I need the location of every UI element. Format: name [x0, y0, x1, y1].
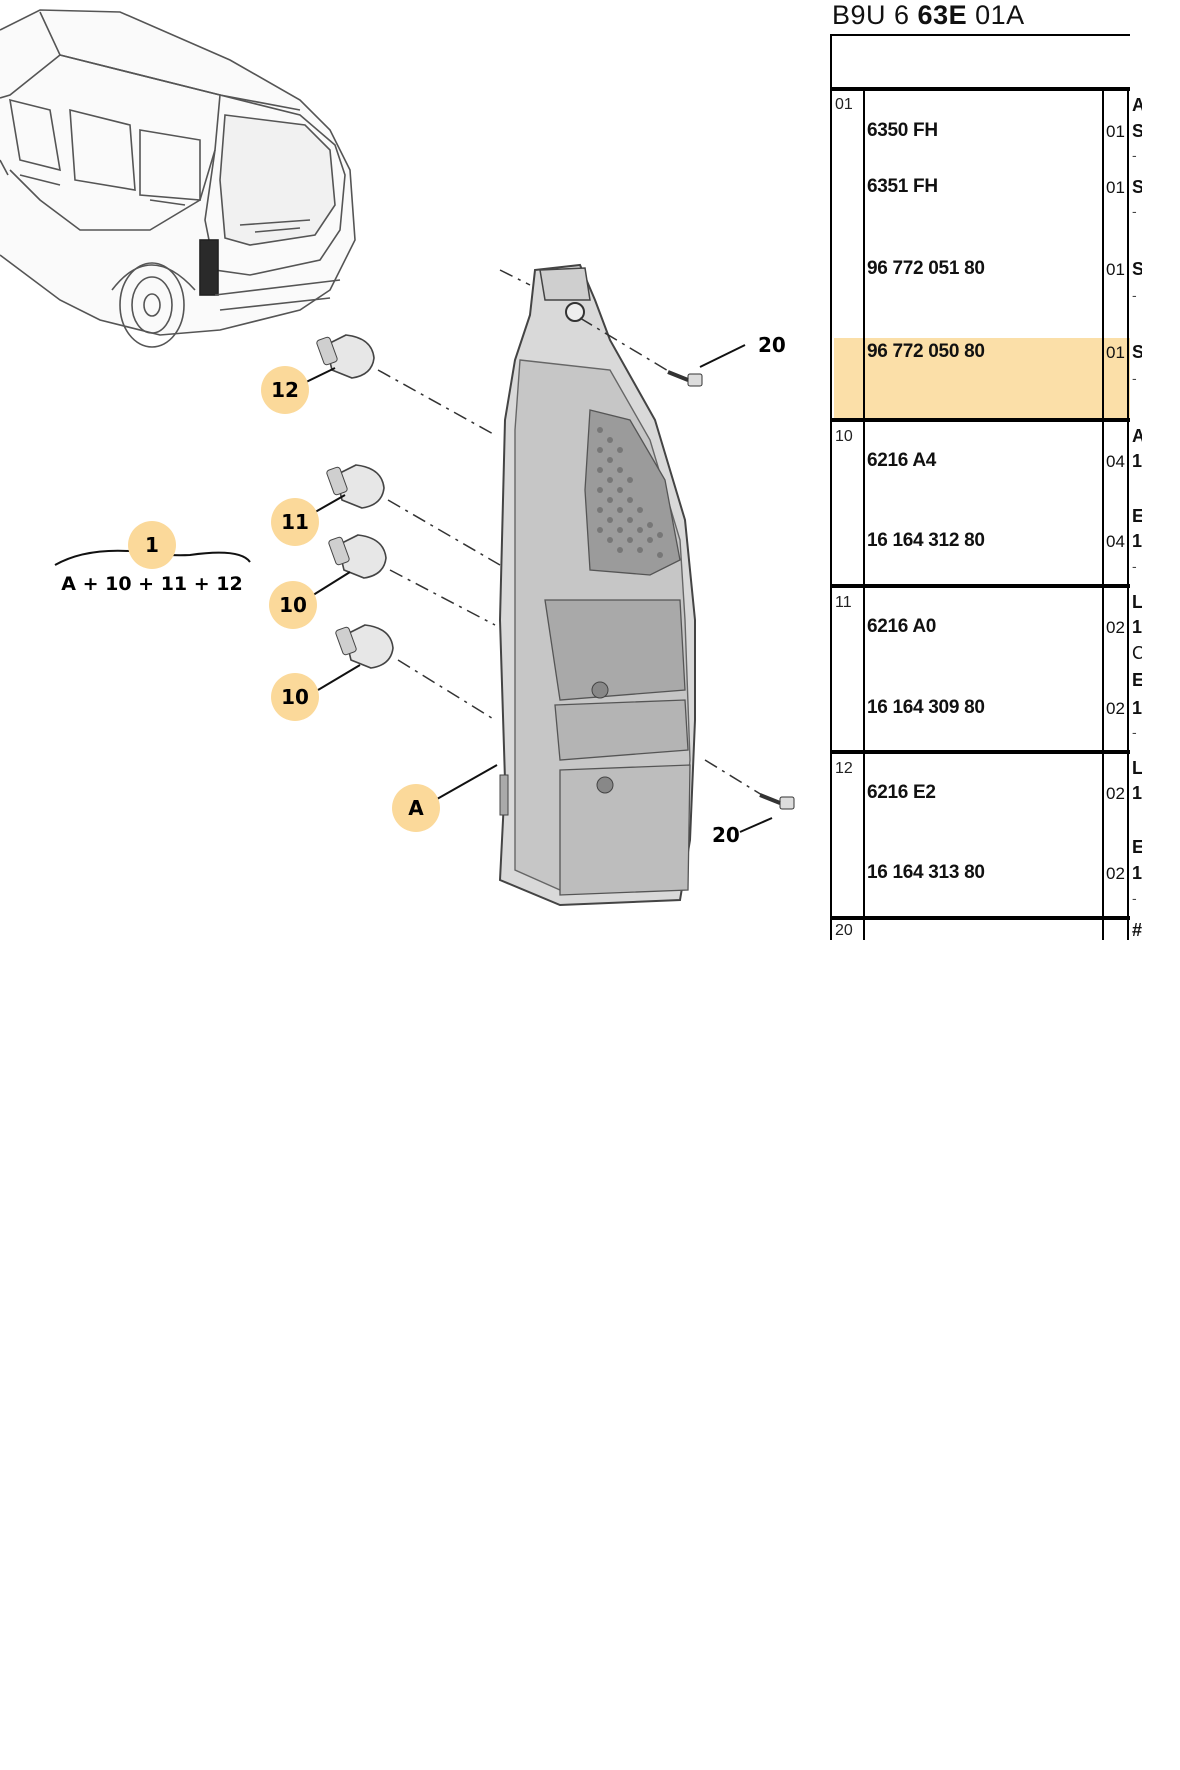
- callout-20-bottom: 20: [712, 823, 740, 847]
- screw-20-bottom-icon: [759, 793, 795, 810]
- svg-text:1: 1: [145, 533, 159, 557]
- callout-20-top: 20: [758, 333, 786, 357]
- description: S: [1132, 121, 1142, 141]
- group-number: 01: [835, 96, 853, 113]
- bulb-10a-icon: [328, 534, 387, 579]
- svg-text:A: A: [408, 796, 424, 820]
- part-number[interactable]: 6216 A0: [867, 616, 937, 637]
- exploded-parts-diagram: 12 11 10 10 A 1 20 20 A + 10 + 11 + 12: [0, 9, 795, 907]
- group-header-letter: A: [1132, 426, 1142, 446]
- svg-text:10: 10: [281, 685, 309, 709]
- svg-text:11: 11: [281, 510, 309, 534]
- highlighted-row: [834, 338, 1130, 418]
- part-number[interactable]: 6350 FH: [867, 120, 938, 141]
- group-number: 12: [835, 760, 853, 777]
- tail-lamp-assembly: [498, 263, 696, 907]
- group-number: 11: [835, 594, 852, 611]
- vehicle-illustration: [0, 9, 356, 348]
- part-number[interactable]: 6351 FH: [867, 176, 938, 197]
- group-number: 20: [835, 922, 853, 938]
- part-number[interactable]: 96 772 051 80: [867, 258, 985, 279]
- quantity: 02: [1106, 784, 1125, 803]
- description: 1: [1132, 531, 1142, 551]
- dashed-assembly-lines: [377, 269, 763, 796]
- group-mid-letter: E: [1132, 670, 1142, 690]
- quantity: 01: [1106, 260, 1125, 279]
- quantity: 01: [1106, 178, 1125, 197]
- group-mid-letter: E: [1132, 506, 1142, 526]
- group-header-letter: #: [1132, 920, 1142, 938]
- description: 1: [1132, 617, 1142, 637]
- group-header-letter: A: [1132, 95, 1142, 115]
- svg-text:12: 12: [271, 378, 299, 402]
- description: S: [1132, 342, 1142, 362]
- group-header-letter: L: [1132, 592, 1142, 612]
- callout-1: 1: [128, 521, 176, 569]
- reflector-pattern: [597, 427, 663, 558]
- part-number[interactable]: 6216 E2: [867, 782, 936, 803]
- description: 1: [1132, 863, 1142, 883]
- bulb-11-icon: [326, 464, 385, 509]
- quantity: 04: [1106, 532, 1125, 551]
- group-number: 10: [835, 428, 853, 445]
- callout-10-lower: 10: [271, 673, 319, 721]
- group-extra-letter: C: [1132, 643, 1142, 663]
- description: S: [1132, 177, 1142, 197]
- bulb-10b-icon: [335, 624, 394, 669]
- callout-10-upper: 10: [269, 581, 317, 629]
- part-number[interactable]: 16 164 313 80: [867, 862, 985, 883]
- description: 1: [1132, 451, 1142, 471]
- catalog-code: B9U 6 63E 01A: [832, 0, 1025, 30]
- part-number[interactable]: 16 164 312 80: [867, 530, 985, 551]
- description: S: [1132, 259, 1142, 279]
- svg-text:10: 10: [279, 593, 307, 617]
- group-header-letter: L: [1132, 758, 1142, 778]
- description: 1: [1132, 783, 1142, 803]
- callout-11: 11: [271, 498, 319, 546]
- quantity: 02: [1106, 864, 1125, 883]
- quantity: 04: [1106, 452, 1125, 471]
- bulb-12-icon: [316, 334, 375, 379]
- description: 1: [1132, 698, 1142, 718]
- part-number[interactable]: 16 164 309 80: [867, 697, 985, 718]
- parts-table: B9U 6 63E 01A 01 A 6350 FH 01 S - 6351 F…: [830, 0, 1142, 940]
- assembly-formula: A + 10 + 11 + 12: [61, 573, 242, 595]
- quantity: 02: [1106, 618, 1125, 637]
- quantity: 01: [1106, 343, 1125, 362]
- part-number[interactable]: 6216 A4: [867, 450, 937, 471]
- screw-20-top-icon: [667, 370, 703, 387]
- callout-12: 12: [261, 366, 309, 414]
- part-number-highlighted[interactable]: 96 772 050 80: [867, 341, 985, 362]
- group-mid-letter: E: [1132, 837, 1142, 857]
- quantity: 01: [1106, 122, 1125, 141]
- quantity: 02: [1106, 699, 1125, 718]
- callout-A: A: [392, 784, 440, 832]
